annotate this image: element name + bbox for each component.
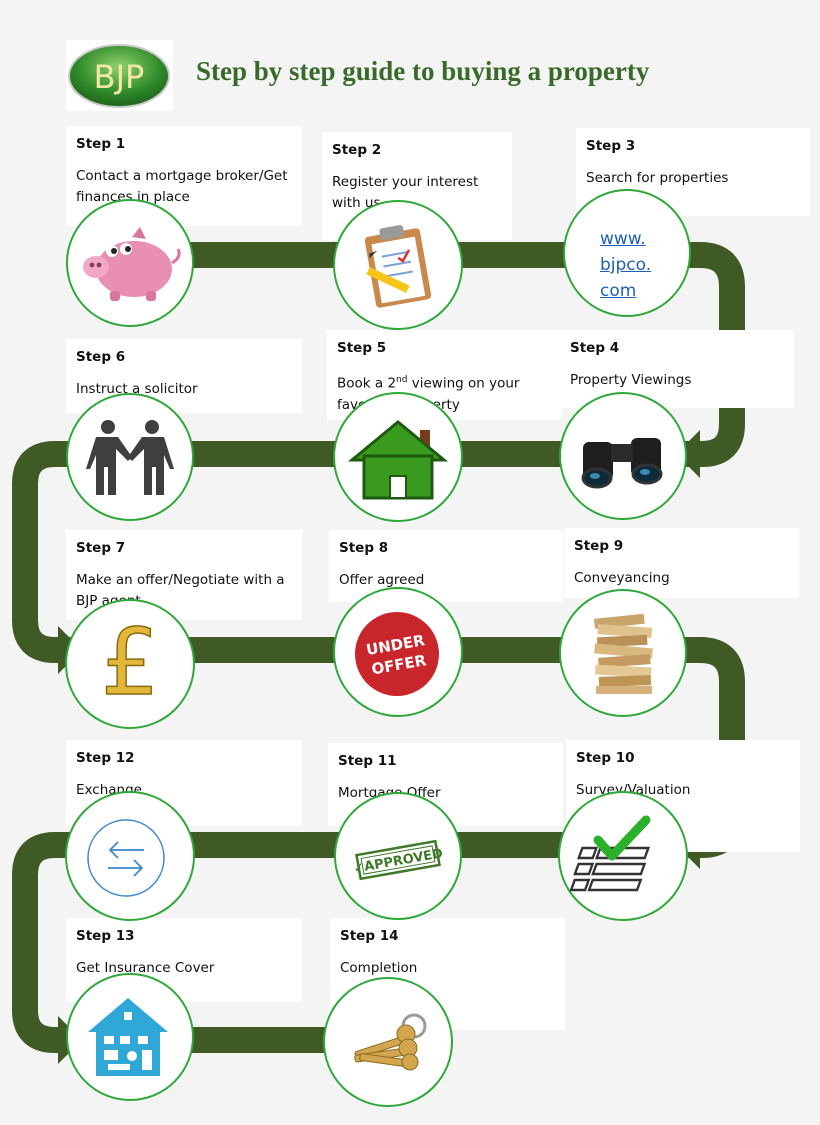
piggy-bank-icon: [83, 227, 181, 301]
step-text: Make an offer/Negotiate with a BJP agent: [76, 572, 285, 609]
step-label: Step 1: [76, 136, 126, 152]
step-circle-3: [563, 189, 691, 317]
website-link-line[interactable]: www.: [600, 229, 646, 249]
binoculars-icon: [581, 438, 663, 489]
step-text: Completion: [340, 960, 418, 976]
step-card-7: Step 7 Make an offer/Negotiate with a BJ…: [66, 530, 302, 620]
step-text-part: Book a 2: [337, 375, 397, 392]
step-circle-7: [65, 599, 195, 729]
step-text: Contact a mortgage broker/Get finances i…: [76, 168, 288, 205]
step-label: Step 7: [76, 540, 126, 556]
logo-text: BJP: [94, 58, 145, 96]
step-card-1: Step 1 Contact a mortgage broker/Get fin…: [66, 126, 302, 226]
step-card-9: Step 9 Conveyancing: [564, 528, 799, 598]
website-link-icon[interactable]: www. bjpco. com: [600, 226, 670, 304]
step-circle-11: [334, 792, 462, 920]
website-link-line[interactable]: com: [600, 281, 637, 301]
step-label: Step 13: [76, 928, 135, 944]
step-text: Get Insurance Cover: [76, 960, 215, 976]
bjp-logo: BJP: [68, 44, 170, 108]
logo-box: BJP: [66, 40, 173, 111]
step-label: Step 8: [339, 540, 389, 556]
step-card-13: Step 13 Get Insurance Cover: [66, 918, 302, 1002]
clipboard-icon: [364, 225, 432, 308]
step-label: Step 12: [76, 750, 135, 766]
website-link-line[interactable]: bjpco.: [600, 255, 652, 275]
step-label: Step 14: [340, 928, 399, 944]
handshake-icon: [86, 420, 174, 495]
step-card-8: Step 8 Offer agreed: [329, 530, 563, 602]
page-title: Step by step guide to buying a property: [196, 56, 650, 86]
step-label: Step 6: [76, 349, 126, 365]
step-label: Step 5: [337, 340, 387, 356]
step-text: Instruct a solicitor: [76, 381, 198, 397]
path-row-2: [12, 441, 702, 663]
under-offer-badge-icon: UNDER OFFER: [355, 612, 439, 696]
step-card-4: Step 4 Property Viewings: [560, 330, 794, 408]
insured-house-icon: [88, 998, 168, 1076]
step-text: Offer agreed: [339, 572, 425, 588]
step-text: Register your interest with us: [332, 174, 479, 211]
step-label: Step 4: [570, 340, 620, 356]
step-label: Step 11: [338, 753, 397, 769]
checklist-icon: [569, 815, 651, 892]
flow-path-group: [12, 242, 745, 1053]
step-label: Step 9: [574, 538, 624, 554]
path-row-1: [130, 242, 745, 467]
path-row-4: [12, 832, 702, 1053]
paper-stack-icon: [593, 613, 653, 694]
step-text-sup: nd: [396, 375, 408, 385]
step-text: Property Viewings: [570, 372, 692, 388]
keys-icon: [354, 1013, 427, 1071]
step-text: Conveyancing: [574, 570, 670, 586]
pound-sign-icon: £: [100, 608, 160, 717]
svg-text:£: £: [101, 609, 160, 716]
step-label: Step 3: [586, 138, 636, 154]
path-arrowhead-1: [676, 430, 700, 478]
exchange-arrows-icon: [87, 819, 165, 897]
house-icon: [347, 420, 449, 500]
step-label: Step 2: [332, 142, 382, 158]
step-circle-12: [65, 791, 195, 921]
step-text: Search for properties: [586, 170, 729, 186]
step-label: Step 10: [576, 750, 635, 766]
